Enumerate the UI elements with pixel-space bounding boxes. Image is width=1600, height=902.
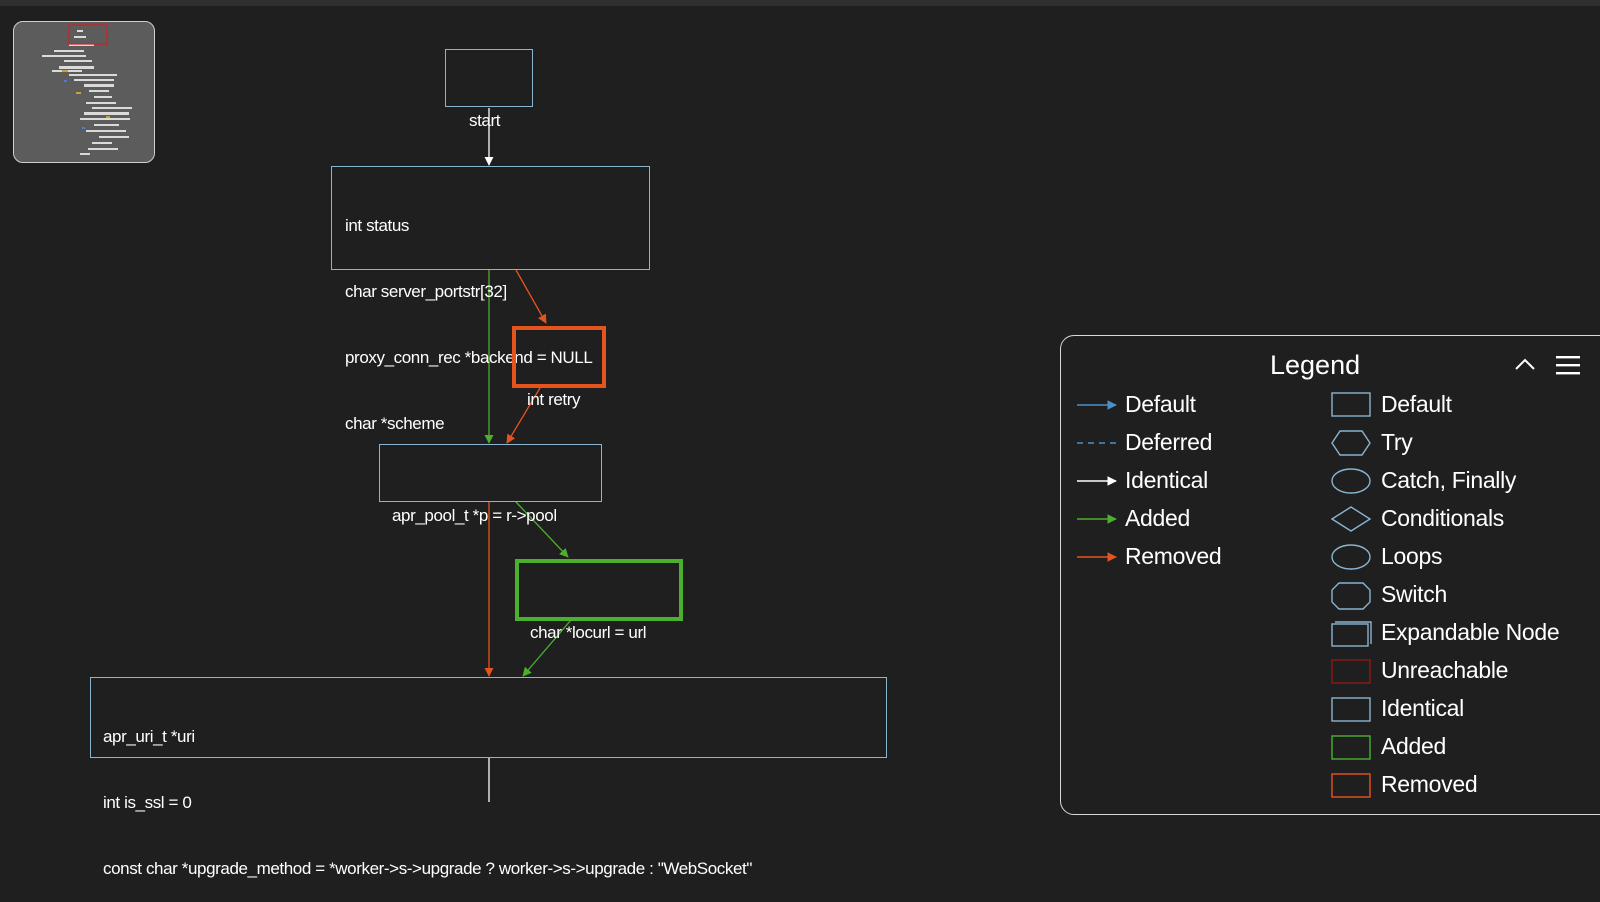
legend-edge-removed: Removed <box>1125 543 1222 569</box>
legend-edge-default: Default <box>1125 391 1196 417</box>
top-bar <box>0 0 1600 6</box>
legend-edge-deferred: Deferred <box>1125 429 1213 455</box>
legend-node-removed: Removed <box>1381 771 1478 797</box>
node-char-locurl-line: char *locurl = url <box>530 623 647 642</box>
legend-node-identical: Identical <box>1381 695 1464 721</box>
legend-node-unreachable-swatch <box>1331 659 1371 684</box>
legend-node-default: Default <box>1381 391 1452 417</box>
node-int-retry-removed[interactable]: int retry <box>512 326 606 409</box>
node-apr-uri-line: apr_uri_t *uri <box>103 727 195 746</box>
node-declarations-line: int status <box>345 216 410 235</box>
legend-node-conditionals: Conditionals <box>1381 505 1504 531</box>
edge-pool-locurl-added <box>515 501 569 558</box>
node-apr-uri-line: const char *upgrade_method = *worker->s-… <box>103 859 753 878</box>
legend-node-catch-finally: Catch, Finally <box>1381 467 1517 493</box>
legend-node-expandable-swatch <box>1331 623 1369 647</box>
edge-decl-retry-removed <box>515 269 547 324</box>
legend-node-added-swatch <box>1331 735 1371 760</box>
legend-node-expandable: Expandable Node <box>1381 619 1560 645</box>
minimap[interactable] <box>13 21 155 163</box>
node-declarations[interactable]: int status char server_portstr[32] proxy… <box>331 166 650 433</box>
graph-edges <box>484 108 572 802</box>
legend-node-try: Try <box>1381 429 1413 455</box>
node-int-retry-line: int retry <box>527 390 581 409</box>
node-declarations-line: char *scheme <box>345 414 445 433</box>
legend-node-default-swatch <box>1331 392 1371 417</box>
legend-node-unreachable: Unreachable <box>1381 657 1509 683</box>
legend-title: Legend <box>1270 350 1361 380</box>
chevron-up-icon[interactable] <box>1513 352 1537 376</box>
node-apr-uri[interactable]: apr_uri_t *uri int is_ssl = 0 const char… <box>90 677 887 878</box>
legend-node-removed-swatch <box>1331 773 1371 798</box>
edge-retry-pool-removed <box>506 387 541 444</box>
node-start[interactable]: start <box>445 49 533 130</box>
legend-edge-identical: Identical <box>1125 467 1208 493</box>
node-char-locurl-added[interactable]: char *locurl = url <box>515 559 683 642</box>
node-apr-uri-line: int is_ssl = 0 <box>103 793 192 812</box>
node-start-line: start <box>469 111 501 130</box>
legend-edge-swatches <box>1077 400 1117 562</box>
legend-node-switch-swatch <box>1331 582 1371 610</box>
legend-node-switch: Switch <box>1381 581 1447 607</box>
edge-locurl-uri-added <box>522 619 572 677</box>
legend-node-added: Added <box>1381 733 1447 759</box>
legend-node-loops: Loops <box>1381 543 1443 569</box>
minimap-canvas <box>42 24 132 155</box>
node-apr-pool[interactable]: apr_pool_t *p = r->pool <box>379 444 602 525</box>
node-apr-pool-line: apr_pool_t *p = r->pool <box>392 506 557 525</box>
legend-node-identical-swatch <box>1331 697 1371 722</box>
legend-panel: Legend Default Deferred Identical Added … <box>1060 335 1600 815</box>
legend-node-loops-swatch <box>1331 544 1371 570</box>
node-declarations-line: char server_portstr[32] <box>345 282 507 301</box>
legend-edge-added: Added <box>1125 505 1191 531</box>
menu-icon[interactable] <box>1550 354 1580 376</box>
legend-node-catch-swatch <box>1331 468 1371 494</box>
legend-node-swatches <box>1331 392 1372 798</box>
legend-node-try-swatch <box>1331 430 1371 456</box>
legend-node-conditional-swatch <box>1331 506 1372 532</box>
